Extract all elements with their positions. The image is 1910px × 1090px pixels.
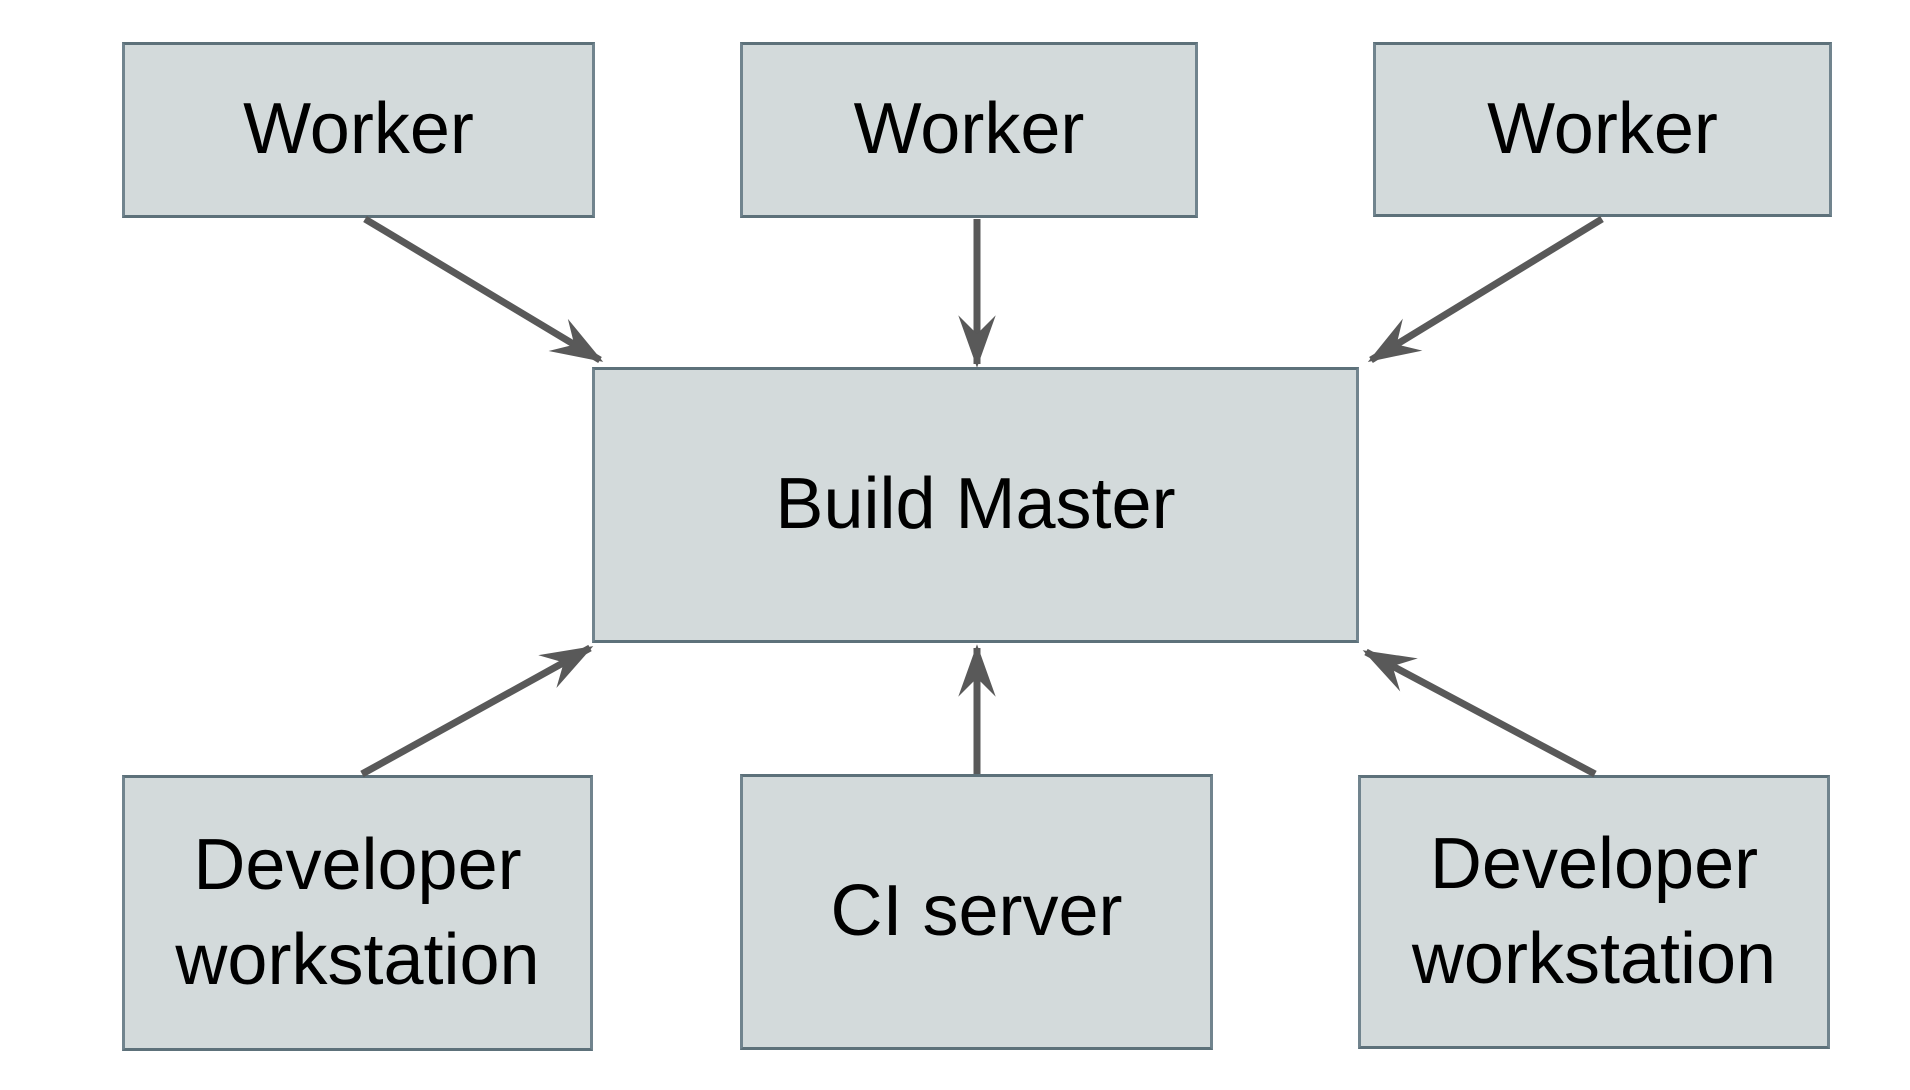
node-developer-workstation-right: Developer workstation [1358, 775, 1830, 1049]
node-build-master-label: Build Master [775, 464, 1176, 545]
node-worker-2: Worker [740, 42, 1198, 218]
node-ci-server-label: CI server [830, 871, 1123, 952]
node-ci-server: CI server [740, 774, 1213, 1050]
node-worker-3-label: Worker [1487, 88, 1718, 169]
node-developer-workstation-right-label: Developer workstation [1411, 823, 1777, 999]
edge-dev-workstation-left-to-build-master [360, 644, 594, 778]
node-worker-1-label: Worker [243, 89, 474, 170]
edge-worker3-to-build-master [1367, 216, 1604, 363]
node-worker-3: Worker [1373, 42, 1832, 217]
node-worker-2-label: Worker [853, 89, 1085, 170]
edge-worker1-to-build-master [363, 215, 604, 364]
node-developer-workstation-left: Developer workstation [122, 775, 593, 1051]
node-build-master: Build Master [592, 367, 1359, 643]
edge-dev-workstation-right-to-build-master [1362, 648, 1597, 778]
node-developer-workstation-left-label: Developer workstation [175, 824, 540, 1000]
node-worker-1: Worker [122, 42, 595, 218]
